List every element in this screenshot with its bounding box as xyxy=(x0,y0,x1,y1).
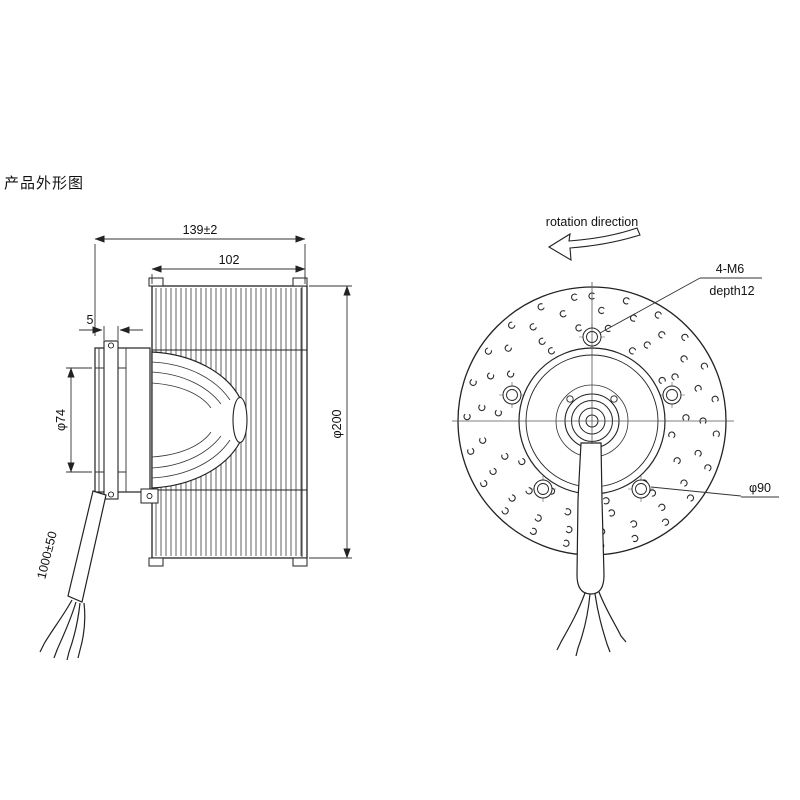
motor-side xyxy=(94,340,159,504)
motor-flange xyxy=(103,340,119,500)
dim-body-depth-label: 102 xyxy=(219,253,240,267)
front-view-leaders xyxy=(599,277,779,498)
rotation-arrow-icon xyxy=(547,227,641,262)
dim-motor-diameter-label: φ74 xyxy=(54,409,68,431)
inlet-cone xyxy=(151,351,248,489)
dim-impeller-diameter-label: φ200 xyxy=(330,409,344,438)
dim-total-depth-label: 139±2 xyxy=(183,223,218,237)
cable-front xyxy=(556,442,627,657)
cable-side xyxy=(39,490,107,661)
front-view: rotation direction 4-M6 depth12 φ90 xyxy=(452,215,779,657)
page-title: 产品外形图 xyxy=(4,175,85,192)
bolt-circle-diameter-label: φ90 xyxy=(749,481,771,495)
rotation-direction-label: rotation direction xyxy=(546,215,638,229)
side-view-dimensions xyxy=(66,235,352,559)
dim-cable-length-label: 1000±50 xyxy=(34,530,59,581)
dim-flange-thickness-label: 5 xyxy=(87,313,94,327)
mounting-bracket xyxy=(140,488,159,504)
mount-hole-depth-label: depth12 xyxy=(709,284,754,298)
mount-hole-spec-label: 4-M6 xyxy=(716,262,745,276)
mounting-holes xyxy=(499,324,685,502)
side-view: 139±2 102 5 φ74 φ200 1000±50 xyxy=(34,223,352,661)
